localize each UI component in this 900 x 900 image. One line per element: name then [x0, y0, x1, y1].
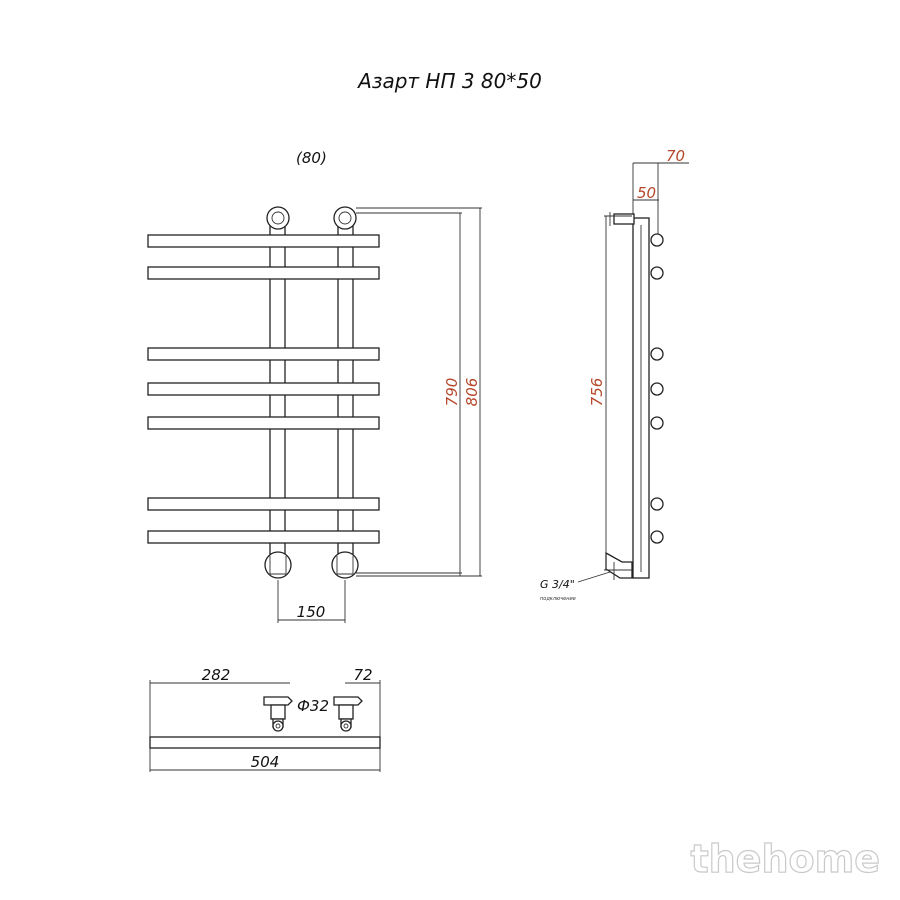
drawing-title: Азарт НП 3 80*50	[356, 69, 542, 93]
dim-50: 50	[637, 184, 656, 202]
dim-70: 70	[666, 147, 685, 165]
rail-3	[147, 347, 380, 361]
side-rail-6	[650, 497, 664, 511]
side-rail-3	[650, 347, 664, 361]
bottom-left-connector	[264, 551, 292, 579]
bottom-right-valve	[336, 556, 354, 575]
front-view: (80) 790 806 150	[147, 149, 482, 623]
side-rail-1	[650, 233, 664, 247]
top-rail	[149, 736, 381, 749]
top-right-connector-inner	[338, 211, 352, 225]
side-rail-5	[650, 416, 664, 430]
rail-6	[147, 497, 380, 511]
rail-2	[147, 266, 380, 280]
connection-label: G 3/4"	[540, 578, 575, 591]
side-rail-7	[650, 530, 664, 544]
side-bottom-valve	[605, 551, 633, 579]
dim-806: 806	[463, 378, 481, 407]
dim-150: 150	[297, 603, 326, 621]
dim-504: 504	[251, 753, 280, 771]
top-right-valve	[333, 696, 363, 732]
dim-32: Ф32	[297, 697, 329, 715]
top-view: 282 72 Ф32 504	[149, 666, 381, 772]
top-left-valve	[263, 696, 293, 732]
dim-790: 790	[443, 378, 461, 407]
dim-756: 756	[588, 378, 606, 407]
side-top-nipple	[613, 213, 635, 225]
top-right-connector	[333, 206, 357, 230]
side-view: 70 50 756 G 3/4" подключение	[540, 147, 689, 602]
watermark-logo: thehome	[690, 837, 880, 881]
connection-note: подключение	[540, 596, 576, 602]
rail-1	[147, 234, 380, 248]
bottom-right-connector	[331, 551, 359, 579]
top-left-connector	[266, 206, 290, 230]
dim-282: 282	[202, 666, 231, 684]
rail-7	[147, 530, 380, 544]
rail-5	[147, 416, 380, 430]
rail-4	[147, 382, 380, 396]
side-rail-4	[650, 382, 664, 396]
pipe-size-label: (80)	[296, 149, 327, 167]
top-left-connector-inner	[271, 211, 285, 225]
bottom-left-valve	[269, 556, 287, 575]
side-rail-2	[650, 266, 664, 280]
dim-72: 72	[353, 666, 372, 684]
